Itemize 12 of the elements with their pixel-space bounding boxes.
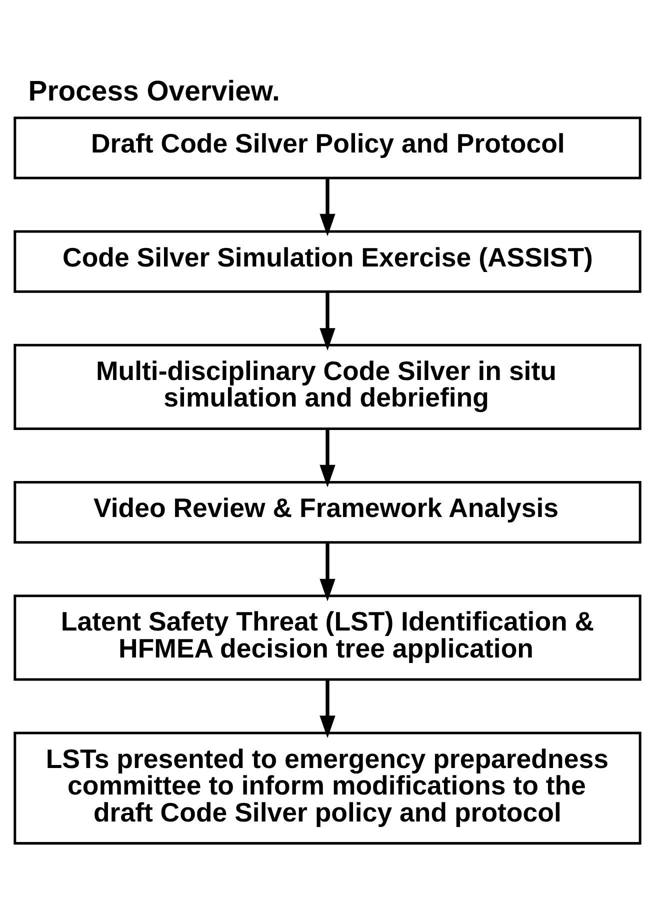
diagram-title: Process Overview. xyxy=(28,75,280,108)
arrow xyxy=(320,542,336,602)
node-box: Latent Safety Threat (LST) Identification & HFMEA decision tree application xyxy=(14,594,642,681)
arrow xyxy=(320,680,336,738)
arrow xyxy=(320,429,336,488)
arrow xyxy=(320,292,336,351)
arrow xyxy=(320,178,336,236)
node-box: LSTs presented to emergency preparedness committee to inform modifications to the draft Code Silver policy and protocol xyxy=(14,732,642,845)
node-box: Multi-disciplinary Code Silver in situ simulation and debriefing xyxy=(14,344,642,430)
node-box: Code Silver Simulation Exercise (ASSIST) xyxy=(14,230,642,293)
node-box: Video Review & Framework Analysis xyxy=(14,480,642,544)
node-box: Draft Code Silver Policy and Protocol xyxy=(14,116,642,180)
